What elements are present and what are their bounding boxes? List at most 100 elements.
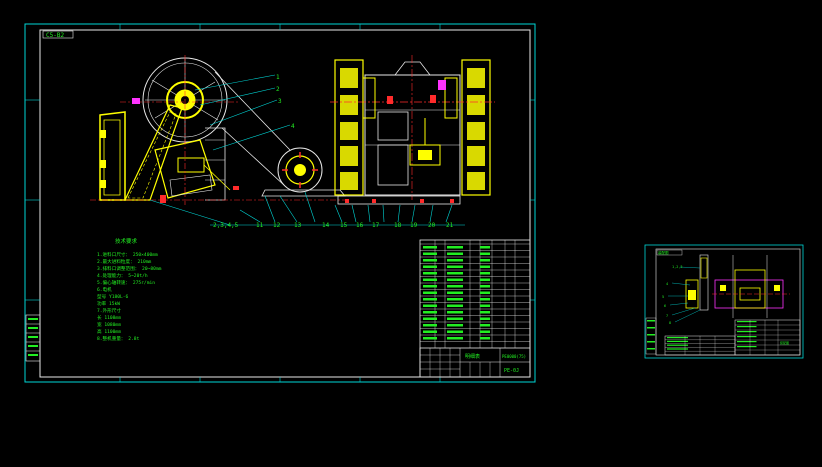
mini-table-text xyxy=(667,340,688,342)
table-cell-text xyxy=(423,291,437,294)
svg-text:4: 4 xyxy=(666,282,668,286)
svg-text:8.整机重量： 2.8t: 8.整机重量： 2.8t xyxy=(97,335,140,342)
table-cell-text xyxy=(480,298,490,301)
svg-text:18: 18 xyxy=(394,222,402,229)
table-cell-text xyxy=(480,337,490,340)
svg-text:19: 19 xyxy=(410,222,418,229)
svg-text:21: 21 xyxy=(446,222,454,229)
table-cell-text xyxy=(447,311,463,314)
svg-text:功率 15kW: 功率 15kW xyxy=(97,300,120,307)
mini-title-cell: 装配图 xyxy=(780,340,789,345)
table-cell-text xyxy=(480,311,490,314)
mini-table-text xyxy=(737,346,757,348)
table-cell-text xyxy=(480,272,490,275)
mini-table-text xyxy=(737,326,757,328)
svg-text:16: 16 xyxy=(356,222,364,229)
svg-text:7.外形尺寸: 7.外形尺寸 xyxy=(97,307,121,314)
table-cell-text xyxy=(423,252,437,255)
table-cell-text xyxy=(480,304,490,307)
callouts-left: 2,3,4,5 11 12 13 xyxy=(213,222,302,229)
table-cell-text xyxy=(423,330,437,333)
mini-table-text xyxy=(667,348,688,350)
table-cell-text xyxy=(480,324,490,327)
svg-text:1.进料口尺寸： 250×400mm: 1.进料口尺寸： 250×400mm xyxy=(97,251,158,258)
table-cell-text xyxy=(480,317,490,320)
svg-text:20: 20 xyxy=(428,222,436,229)
table-cell-text xyxy=(447,278,463,281)
tech-title: 技术要求 xyxy=(115,237,138,245)
sheet-tag: C5-B2 xyxy=(46,32,64,39)
svg-text:13: 13 xyxy=(294,222,302,229)
technical-requirements: 技术要求 1.进料口尺寸： 250×400mm 2.最大进料粒度： 210mm … xyxy=(97,237,162,342)
table-cell-text xyxy=(423,265,437,268)
leader-lines-front xyxy=(320,204,465,226)
title-cell: PE0000(75) xyxy=(502,354,526,359)
revision-block xyxy=(25,314,41,362)
leader-lines-side xyxy=(149,74,320,226)
table-cell-text xyxy=(423,298,437,301)
svg-text:4.处理能力： 5~20t/h: 4.处理能力： 5~20t/h xyxy=(97,272,148,279)
svg-text:2.最大进料粒度： 210mm: 2.最大进料粒度： 210mm xyxy=(97,258,152,265)
table-cell-text xyxy=(447,337,463,340)
table-cell-text xyxy=(480,265,490,268)
table-cell-text xyxy=(447,291,463,294)
svg-text:1,2,3: 1,2,3 xyxy=(672,265,683,269)
table-cell-text xyxy=(423,317,437,320)
table-cell-text xyxy=(423,278,437,281)
mini-table-text xyxy=(737,331,757,333)
svg-text:6.电机: 6.电机 xyxy=(97,286,112,293)
table-cell-text xyxy=(480,252,490,255)
svg-text:长 1108mm: 长 1108mm xyxy=(97,314,121,321)
table-cell-text xyxy=(480,259,490,262)
main-sheet: C5-B2 xyxy=(24,23,536,383)
svg-text:4: 4 xyxy=(291,123,295,130)
drawing-number: PE-0J xyxy=(504,368,519,374)
mini-table-text xyxy=(737,321,757,323)
svg-text:2,3,4,5: 2,3,4,5 xyxy=(213,222,239,229)
svg-text:14: 14 xyxy=(322,222,330,229)
table-cell-text xyxy=(423,285,437,288)
table-cell-text xyxy=(423,246,437,249)
mini-crusher-view xyxy=(685,254,790,318)
table-cell-text xyxy=(447,272,463,275)
mini-table-text xyxy=(667,337,688,339)
table-cell-text xyxy=(447,285,463,288)
svg-text:5: 5 xyxy=(662,295,664,299)
table-cell-text xyxy=(447,252,463,255)
crusher-front-view xyxy=(330,55,495,205)
mini-leader-lines xyxy=(668,266,701,323)
table-cell-text xyxy=(447,259,463,262)
svg-text:15: 15 xyxy=(340,222,348,229)
table-cell-text xyxy=(423,337,437,340)
mini-table-text xyxy=(737,336,757,338)
svg-text:3: 3 xyxy=(278,98,282,105)
mini-sheet: 装配图 1,2,3 4 5 xyxy=(644,244,804,359)
mini-sheet-tag: 装配图 xyxy=(658,250,669,255)
table-cell-text xyxy=(447,246,463,249)
callouts-top: 1 2 3 4 xyxy=(276,74,295,130)
mini-table-text xyxy=(737,341,757,343)
table-cell-text xyxy=(423,304,437,307)
mini-table-text xyxy=(667,344,688,346)
table-heading: 明细表 xyxy=(465,353,480,360)
table-cell-text xyxy=(480,330,490,333)
svg-text:6: 6 xyxy=(664,304,666,308)
table-cell-text xyxy=(423,324,437,327)
svg-text:5.偏心轴转速： 275r/min: 5.偏心轴转速： 275r/min xyxy=(97,279,155,286)
mini-callouts: 1,2,3 4 5 6 7 8 xyxy=(662,265,683,325)
crusher-side-view xyxy=(90,55,350,205)
table-cell-text xyxy=(423,259,437,262)
table-cell-text xyxy=(447,265,463,268)
table-cell-text xyxy=(480,285,490,288)
table-cell-text xyxy=(480,246,490,249)
table-cell-text xyxy=(423,272,437,275)
table-cell-text xyxy=(447,317,463,320)
parts-list-table: 明细表 PE0000(75) PE-0J xyxy=(419,239,531,378)
table-cell-text xyxy=(480,278,490,281)
svg-text:7: 7 xyxy=(666,314,668,318)
table-cell-text xyxy=(480,291,490,294)
svg-text:11: 11 xyxy=(256,222,264,229)
border-ticks xyxy=(25,24,535,382)
svg-text:高 1100mm: 高 1100mm xyxy=(97,328,121,335)
